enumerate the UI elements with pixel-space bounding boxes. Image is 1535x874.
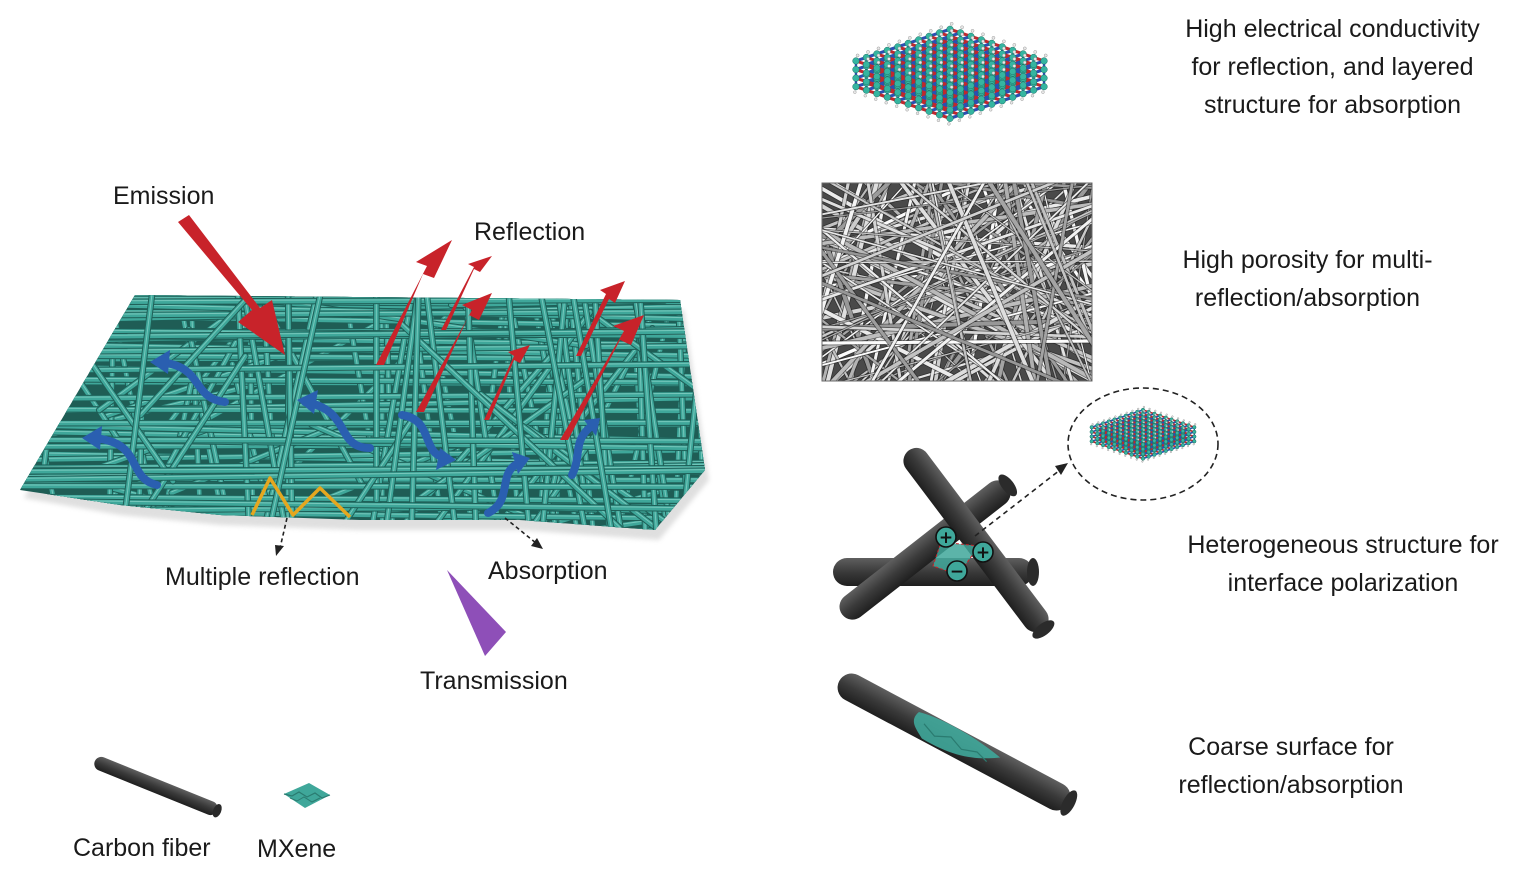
svg-text:−: − [950,562,964,582]
positive-charge-icon: + [936,527,956,548]
feature-line: reflection/absorption [1142,766,1440,804]
feature-line: High electrical conductivity [1145,10,1520,48]
svg-text:+: + [976,543,990,563]
positive-charge-icon: + [973,542,993,563]
coated-fiber-icon [833,669,1081,819]
emission-label: Emission [113,181,214,211]
multiple-reflection-label: Multiple reflection [165,562,360,592]
feature-line: structure for absorption [1145,86,1520,124]
feature-line: for reflection, and layered [1145,48,1520,86]
fiber-mat [0,146,790,688]
absorption-label: Absorption [488,556,608,586]
feature-porosity-text: High porosity for multi- reflection/abso… [1140,241,1475,317]
feature-line: Heterogeneous structure for [1148,526,1535,564]
svg-text:+: + [939,528,953,548]
mxene-legend-icon [284,783,330,808]
crossed-fibers-icon: + + − [833,388,1218,642]
reflection-label: Reflection [474,217,585,247]
feature-line: High porosity for multi- [1140,241,1475,279]
feature-coarse-surface-text: Coarse surface for reflection/absorption [1142,728,1440,804]
mxene-legend-label: MXene [257,834,336,864]
feature-heterogeneous-text: Heterogeneous structure for interface po… [1148,526,1535,602]
feature-line: interface polarization [1148,564,1535,602]
negative-charge-icon: − [947,561,967,582]
transmission-label: Transmission [420,666,568,696]
feature-line: reflection/absorption [1140,279,1475,317]
feature-conductivity-text: High electrical conductivity for reflect… [1145,10,1520,124]
carbon-fiber-legend-icon [92,755,223,819]
feature-line: Coarse surface for [1142,728,1440,766]
mxene-lattice-icon [853,22,1048,125]
carbon-fiber-legend-label: Carbon fiber [73,833,211,863]
